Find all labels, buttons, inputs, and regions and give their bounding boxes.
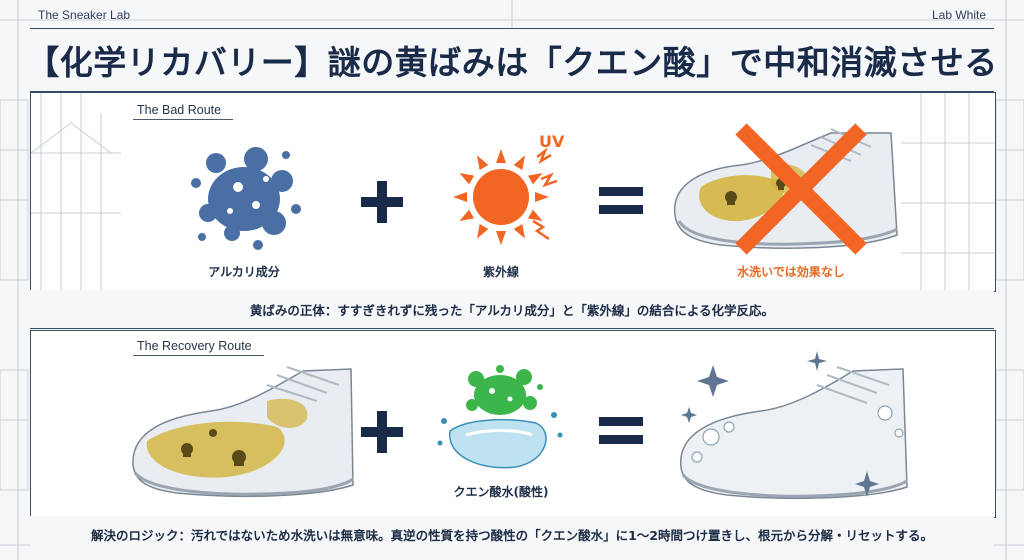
no-effect-caption: 水洗いでは効果なし bbox=[737, 265, 845, 279]
citric-acid-splash-icon bbox=[437, 365, 563, 469]
plus-icon bbox=[361, 181, 403, 223]
bad-route-explanation: 黄ばみの正体：すすぎきれずに残った「アルカリ成分」と「紫外線」の結合による化学反… bbox=[30, 290, 994, 329]
yellowed-shoe-icon bbox=[132, 366, 354, 498]
uv-badge: UV bbox=[539, 132, 565, 151]
brand-label: The Sneaker Lab bbox=[38, 8, 131, 22]
panel-decor-right bbox=[901, 93, 995, 291]
equals-icon bbox=[599, 187, 643, 214]
plus-icon-2 bbox=[361, 411, 403, 453]
bad-route-panel: The Bad Route アルカリ成分 bbox=[30, 92, 996, 292]
alkali-splat-icon bbox=[191, 147, 301, 250]
uv-caption: 紫外線 bbox=[482, 265, 519, 279]
recovery-route-explanation: 解決のロジック：汚れではないため水洗いは無意味。真逆の性質を持つ酸性の「クエン酸… bbox=[30, 516, 994, 552]
citric-acid-caption: クエン酸水(酸性) bbox=[453, 485, 549, 499]
alkali-caption: アルカリ成分 bbox=[208, 265, 280, 279]
title-band: 【化学リカバリー】謎の黄ばみは「クエン酸」で中和消滅させる bbox=[26, 28, 997, 92]
bad-route-label: The Bad Route bbox=[132, 103, 234, 120]
edition-label: Lab White bbox=[931, 8, 986, 22]
clean-shoe-icon bbox=[680, 351, 908, 500]
yellowed-shoe-crossed-icon bbox=[673, 123, 898, 255]
equals-icon-2 bbox=[599, 417, 643, 444]
panel-decor-left bbox=[30, 93, 121, 291]
page-title: 【化学リカバリー】謎の黄ばみは「クエン酸」で中和消滅させる bbox=[26, 43, 998, 82]
sun-uv-icon: UV bbox=[453, 132, 565, 245]
recovery-route-label: The Recovery Route bbox=[133, 339, 264, 356]
recovery-route-panel: The Recovery Route bbox=[30, 330, 996, 518]
